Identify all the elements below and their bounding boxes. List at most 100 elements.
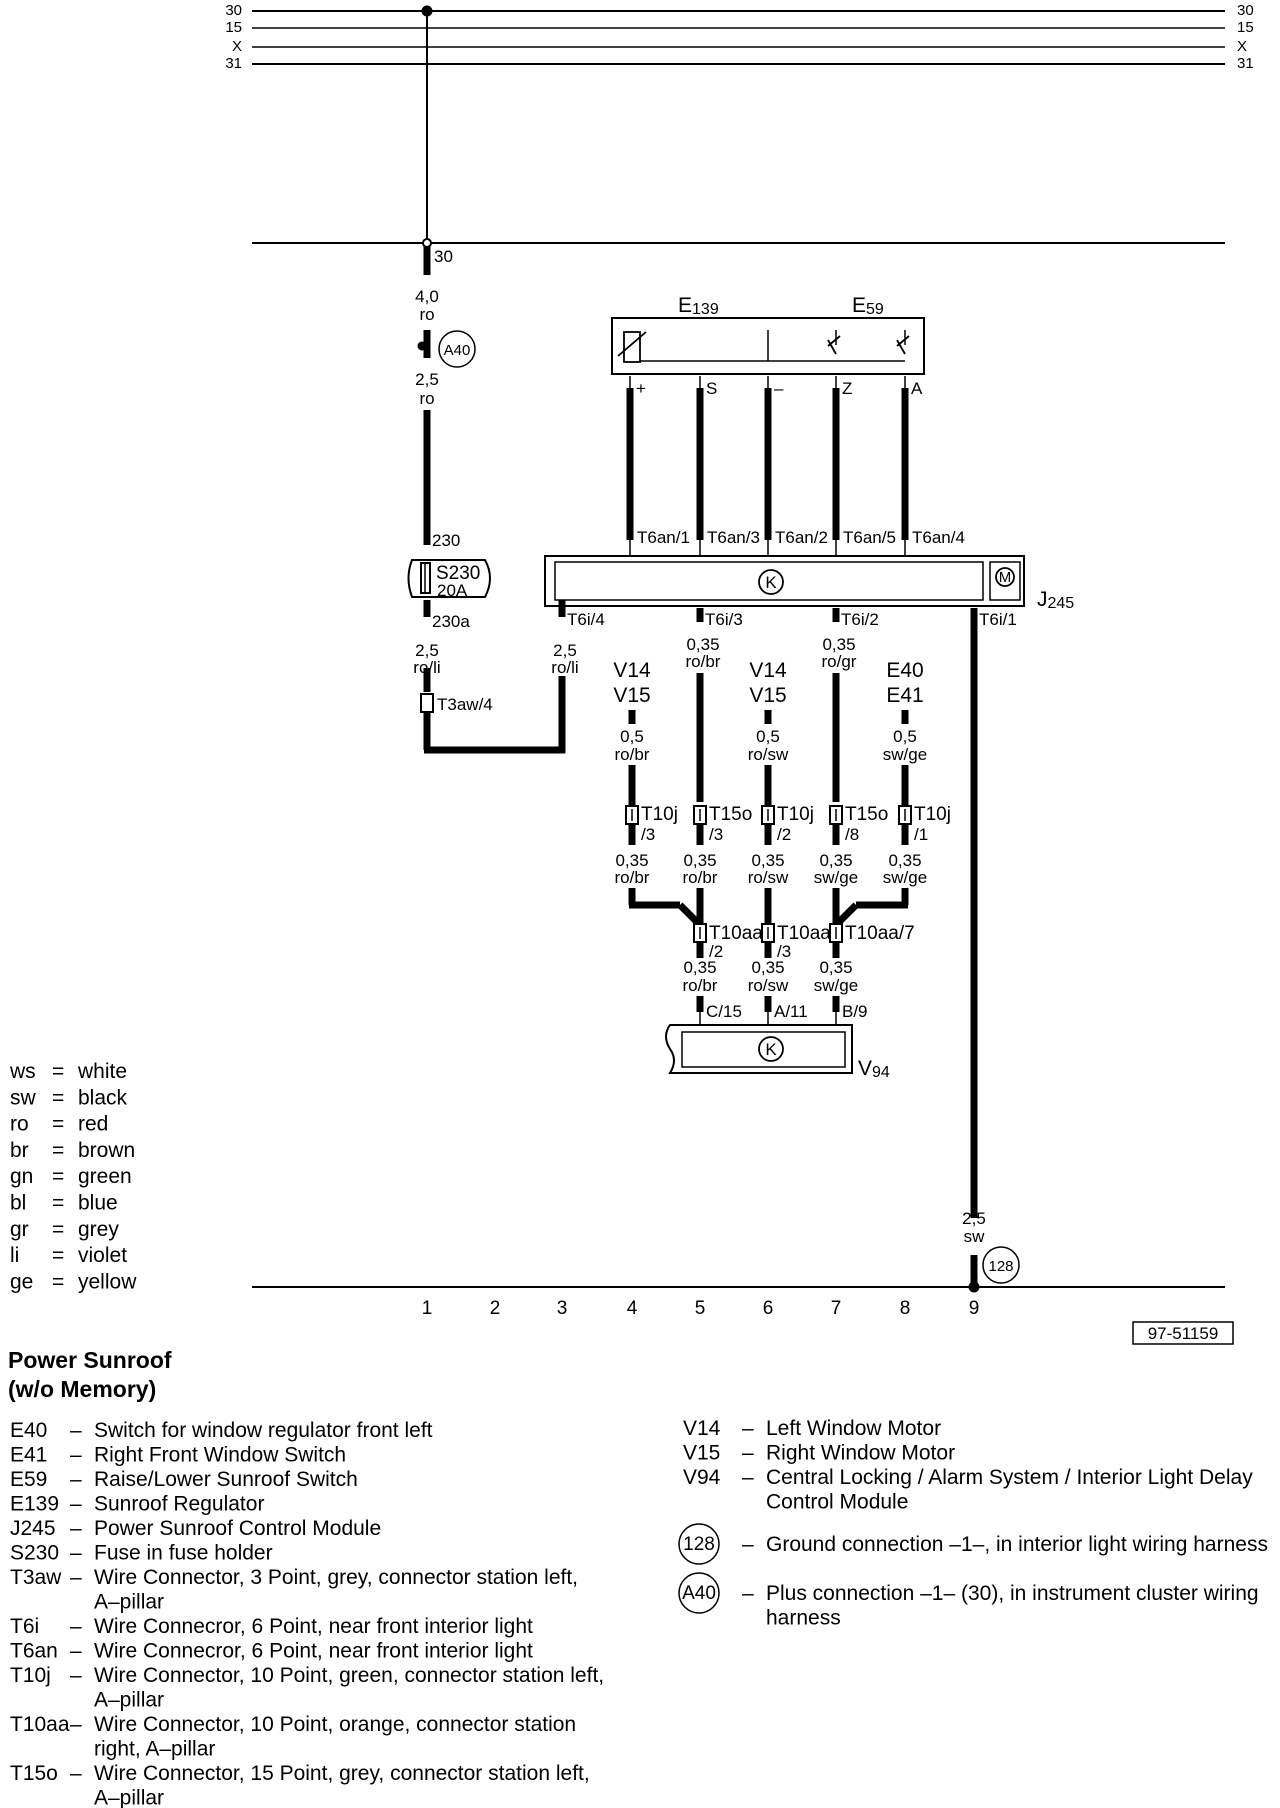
e139-title-sub: 139 <box>692 301 719 318</box>
column-number-9: 9 <box>969 1298 980 1319</box>
low-color-0: ro/br <box>683 976 718 995</box>
fuse-rating: 20A <box>437 581 468 600</box>
ref-a-1: V14 <box>749 659 787 682</box>
switch-box <box>611 317 925 375</box>
legend-code-E139: E139 <box>10 1493 59 1516</box>
legend-code-T3aw: T3aw <box>10 1566 62 1589</box>
switch-pin-3: Z <box>842 379 852 398</box>
legend-text-E59-0: Raise/Lower Sunroof Switch <box>94 1468 358 1491</box>
legend-text-J245-0: Power Sunroof Control Module <box>94 1517 381 1540</box>
legend-dash-V94: – <box>742 1466 754 1489</box>
legend-symbol-text-1-1: harness <box>766 1607 841 1630</box>
connector-low-name-2: T10aa/7 <box>845 923 915 944</box>
bus-30-junction <box>422 238 432 248</box>
v94-pin-0: C/15 <box>706 1002 742 1021</box>
connector-t3aw <box>420 693 434 713</box>
color-eq-ge: = <box>52 1270 64 1293</box>
j245-relay <box>758 569 784 595</box>
wire-col1-color-a: ro <box>419 305 434 324</box>
connector-mid-pin-3: /8 <box>845 825 859 844</box>
color-name-br: brown <box>78 1139 135 1162</box>
color-name-bl: blue <box>78 1192 118 1215</box>
column-number-2: 2 <box>490 1298 501 1319</box>
a40-circle <box>438 330 476 368</box>
legend-symbol-text-1-0: Plus connection –1– (30), in instrument … <box>766 1582 1259 1605</box>
j245-top-pin-0: T6an/1 <box>637 528 690 547</box>
mid-size-1: 0,35 <box>683 851 716 870</box>
connector-mid-name-3: T15o <box>845 804 888 825</box>
legend-text-T15o-1: A–pillar <box>94 1787 164 1808</box>
low-size-1: 0,35 <box>751 958 784 977</box>
legend-text-V15-0: Right Window Motor <box>766 1442 955 1465</box>
t6i3-color: ro/br <box>686 652 721 671</box>
legend-text-T15o-0: Wire Connector, 15 Point, grey, connecto… <box>94 1762 590 1785</box>
ground-junction <box>968 1281 980 1293</box>
mid-size-2: 0,35 <box>751 851 784 870</box>
t6i4-size: 2,5 <box>553 641 577 660</box>
j245-top-pin-2: T6an/2 <box>775 528 828 547</box>
v94-pin-2: B/9 <box>842 1002 868 1021</box>
diagram-id: 97-51159 <box>1148 1324 1219 1343</box>
rail-label-left-1: 15 <box>225 19 242 36</box>
color-eq-bl: = <box>52 1192 64 1215</box>
connector-mid-0 <box>625 805 639 825</box>
j245-title-sub: 245 <box>1048 595 1075 612</box>
legend-symbol-circle-0 <box>678 1523 720 1565</box>
gnd-size: 2,5 <box>962 1209 986 1228</box>
t6i4-color: ro/li <box>551 658 578 677</box>
legend-text-E40-0: Switch for window regulator front left <box>94 1419 433 1442</box>
ref-color-2: sw/ge <box>883 745 927 764</box>
low-size-2: 0,35 <box>819 958 852 977</box>
legend-text-T6an-0: Wire Connecror, 6 Point, near front inte… <box>94 1640 533 1663</box>
legend-dash-T10j: – <box>70 1664 82 1687</box>
terminal-30-label: 30 <box>434 247 453 266</box>
low-color-1: ro/sw <box>748 976 789 995</box>
color-name-ws: white <box>77 1060 127 1083</box>
legend-code-T10aa: T10aa <box>10 1713 70 1736</box>
legend-code-T6an: T6an <box>10 1640 58 1663</box>
connector-low-pin-1: /3 <box>777 942 791 961</box>
mid-color-2: ro/sw <box>748 868 789 887</box>
fuse-name: S230 <box>436 563 480 584</box>
rail-label-right-1: 15 <box>1237 19 1254 36</box>
connector-mid-pin-1: /3 <box>709 825 723 844</box>
g128-circle <box>982 1246 1020 1284</box>
connector-low-pin-0: /2 <box>709 942 723 961</box>
t6i2-size: 0,35 <box>822 635 855 654</box>
color-name-ro: red <box>78 1113 108 1136</box>
v94-relay <box>758 1036 784 1062</box>
j245-pin-t6i1: T6i/1 <box>979 610 1017 629</box>
legend-symbol-dash-1: – <box>742 1582 754 1605</box>
connector-mid-name-2: T10j <box>777 804 814 825</box>
color-name-sw: black <box>78 1086 128 1109</box>
legend-dash-E41: – <box>70 1444 82 1467</box>
wire-col1-size-b: 2,5 <box>415 370 439 389</box>
j245-pin-t6i3: T6i/3 <box>705 610 743 629</box>
j245-motor-symbol: M <box>999 569 1012 586</box>
v94-relay-symbol: K <box>765 1040 777 1059</box>
legend-code-E59: E59 <box>10 1468 47 1491</box>
legend-dash-J245: – <box>70 1517 82 1540</box>
gnd-color: sw <box>964 1227 986 1246</box>
connector-mid-pin-0: /3 <box>641 825 655 844</box>
ref-color-1: ro/sw <box>748 745 789 764</box>
mid-color-3: sw/ge <box>814 868 858 887</box>
legend-text-E41-0: Right Front Window Switch <box>94 1444 346 1467</box>
column-number-4: 4 <box>627 1298 638 1319</box>
j245-outer <box>544 555 1025 607</box>
ref-size-2: 0,5 <box>893 727 917 746</box>
low-color-2: sw/ge <box>814 976 858 995</box>
legend-dash-E40: – <box>70 1419 82 1442</box>
t3aw-label: T3aw/4 <box>437 695 493 714</box>
legend-text-T6i-0: Wire Connecror, 6 Point, near front inte… <box>94 1615 533 1638</box>
mid-size-4: 0,35 <box>888 851 921 870</box>
connector-mid-pin-2: /2 <box>777 825 791 844</box>
color-eq-ro: = <box>52 1113 64 1136</box>
legend-dash-T3aw: – <box>70 1566 82 1589</box>
legend-code-T10j: T10j <box>10 1664 51 1687</box>
legend-code-E40: E40 <box>10 1419 47 1442</box>
v94-pin-1: A/11 <box>774 1002 808 1021</box>
color-name-gn: green <box>78 1165 132 1188</box>
fuse-out-size: 2,5 <box>415 641 439 660</box>
